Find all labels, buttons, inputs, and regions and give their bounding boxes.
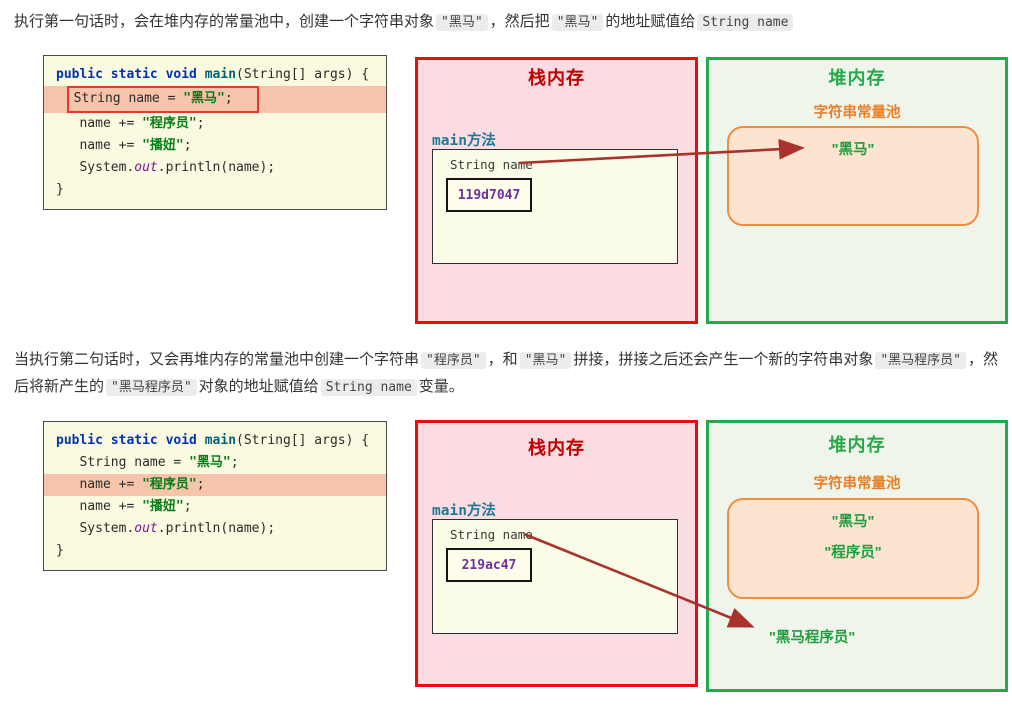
- code-token: "播妞": [142, 499, 184, 514]
- inline-code: "黑马程序员": [106, 379, 197, 396]
- heap-memory-box-1: 堆内存 字符串常量池 "黑马": [706, 57, 1008, 324]
- stack-memory-box-1: 栈内存 main方法 String name 119d7047: [415, 57, 698, 324]
- heap-string-heimachengxuyuan: "黑马程序员": [769, 630, 856, 646]
- code-token: }: [56, 182, 64, 197]
- code-token: public static void: [56, 433, 205, 448]
- code-line: System.out.println(name);: [44, 518, 386, 540]
- pool-string-chengxuyuan: "程序员": [824, 545, 882, 561]
- code-token: ;: [230, 455, 239, 470]
- address-value-box: 219ac47: [446, 548, 532, 582]
- address-value-box: 119d7047: [446, 178, 532, 212]
- code-line-highlighted: name += "程序员";: [44, 474, 386, 496]
- code-block-1: public static void main(String[] args) {…: [43, 55, 387, 210]
- code-token: out: [134, 160, 158, 175]
- code-token: name +=: [56, 138, 143, 153]
- variable-label: String name: [450, 157, 533, 172]
- text-run: 当执行第二句话时，又会再堆内存的常量池中创建一个字符串: [14, 351, 420, 368]
- main-method-frame: String name 219ac47: [432, 519, 678, 634]
- text-run: ，然后将新产生的: [14, 351, 999, 395]
- code-token: out: [134, 521, 158, 536]
- inline-code: String name: [697, 14, 794, 31]
- inline-code: "黑马": [519, 352, 572, 369]
- code-token: main: [204, 67, 237, 82]
- text-run: ，然后把: [489, 13, 550, 30]
- code-line: name += "播妞";: [44, 135, 386, 157]
- stack-memory-title: 栈内存: [528, 68, 585, 88]
- code-token: "播妞": [142, 138, 184, 153]
- code-token: }: [56, 543, 64, 558]
- code-block-2: public static void main(String[] args) {…: [43, 421, 387, 571]
- code-token: ;: [224, 91, 233, 106]
- code-token: String name =: [73, 91, 184, 106]
- code-line: public static void main(String[] args) {: [44, 430, 386, 452]
- main-method-label: main方法: [432, 133, 496, 149]
- code-token: name +=: [56, 499, 143, 514]
- main-method-label: main方法: [432, 503, 496, 519]
- pool-string-heima: "黑马": [831, 514, 875, 530]
- code-token: .println(name);: [157, 160, 276, 175]
- code-token: ;: [183, 138, 192, 153]
- code-token: ;: [196, 116, 205, 131]
- code-token: (String[] args) {: [236, 67, 370, 82]
- code-token: System.: [56, 521, 135, 536]
- code-token: String name =: [56, 455, 190, 470]
- address-value: 219ac47: [461, 557, 517, 573]
- inline-code: "黑马": [551, 14, 604, 31]
- code-token: (String[] args) {: [236, 433, 370, 448]
- code-line: String name = "黑马";: [44, 452, 386, 474]
- inline-code: "黑马": [436, 14, 488, 31]
- code-token: ;: [183, 499, 192, 514]
- code-token: "程序员": [142, 477, 197, 492]
- string-constant-pool-label: 字符串常量池: [813, 105, 901, 121]
- code-token: "黑马": [189, 455, 231, 470]
- paragraph-step2: 当执行第二句话时，又会再堆内存的常量池中创建一个字符串"程序员"，和"黑马"拼接…: [14, 347, 1000, 401]
- text-run: 执行第一句话时，会在堆内存的常量池中，创建一个字符串对象: [14, 13, 435, 30]
- code-line: }: [44, 179, 386, 201]
- code-token: System.: [56, 160, 135, 175]
- code-line: name += "播妞";: [44, 496, 386, 518]
- text-run: 变量。: [418, 378, 464, 395]
- code-line: name += "程序员";: [44, 113, 386, 135]
- inline-code: String name: [320, 379, 417, 396]
- address-value: 119d7047: [457, 187, 521, 203]
- code-token: name +=: [56, 116, 143, 131]
- main-method-frame: String name 119d7047: [432, 149, 678, 264]
- code-line-highlighted: String name = "黑马";: [44, 86, 386, 113]
- code-token: "黑马": [183, 91, 225, 106]
- text-run: 的地址赋值给: [605, 13, 696, 30]
- string-constant-pool: "黑马" "程序员": [727, 498, 979, 599]
- code-line: }: [44, 540, 386, 562]
- code-line: System.out.println(name);: [44, 157, 386, 179]
- text-run: ，和: [487, 351, 518, 368]
- heap-memory-title: 堆内存: [828, 435, 886, 455]
- pool-string-heima: "黑马": [831, 142, 875, 158]
- code-token: public static void: [56, 67, 205, 82]
- heap-memory-box-2: 堆内存 字符串常量池 "黑马" "程序员" "黑马程序员": [706, 420, 1008, 692]
- paragraph-step1: 执行第一句话时，会在堆内存的常量池中，创建一个字符串对象"黑马"，然后把"黑马"…: [14, 9, 1000, 36]
- text-run: 拼接，拼接之后还会产生一个新的字符串对象: [573, 351, 874, 368]
- variable-label: String name: [450, 527, 533, 542]
- code-token: "程序员": [142, 116, 197, 131]
- text-run: 对象的地址赋值给: [198, 378, 319, 395]
- stack-memory-title: 栈内存: [528, 438, 585, 458]
- stack-memory-box-2: 栈内存 main方法 String name 219ac47: [415, 420, 698, 687]
- highlight-border-box: String name = "黑马";: [66, 86, 259, 113]
- code-token: ;: [196, 477, 205, 492]
- inline-code: "程序员": [421, 352, 486, 369]
- inline-code: "黑马程序员": [875, 352, 967, 369]
- code-token: .println(name);: [157, 521, 276, 536]
- string-constant-pool-label: 字符串常量池: [813, 476, 901, 492]
- string-constant-pool: "黑马": [727, 126, 979, 226]
- code-token: name +=: [56, 477, 143, 492]
- code-line: public static void main(String[] args) {: [44, 64, 386, 86]
- code-token: main: [204, 433, 237, 448]
- heap-memory-title: 堆内存: [828, 68, 886, 88]
